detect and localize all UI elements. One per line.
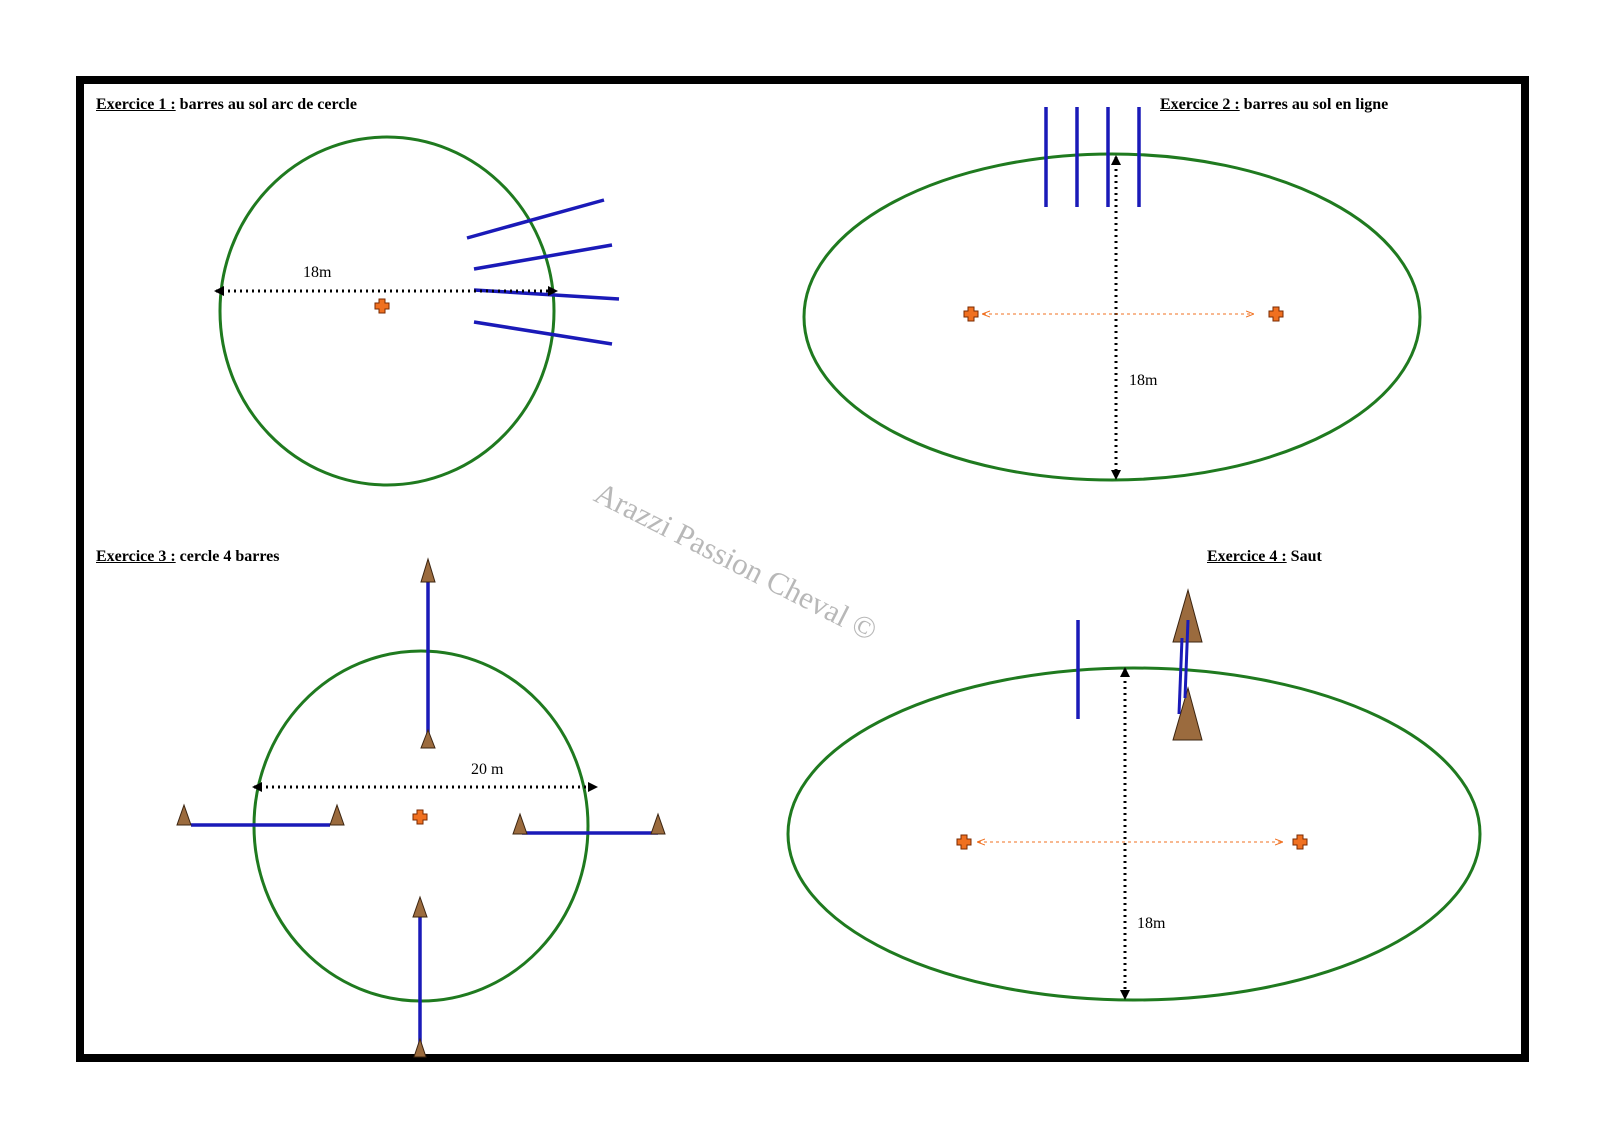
exercise-4-jump-cone [1172,686,1203,741]
exercise-1-pole [473,243,613,271]
exercise-3-cone [412,895,428,918]
exercise-3-cone [512,812,528,835]
exercise-4-jump-pole [1183,619,1190,699]
exercise-1-title-text: barres au sol arc de cercle [175,96,357,113]
exercise-1-measure-label: 18m [303,264,332,281]
exercise-2-title-text: barres au sol en ligne [1239,96,1389,113]
exercise-3-diagram [176,557,666,1058]
exercise-3-cone [176,803,192,826]
exercise-2-diagram [802,107,1422,482]
exercise-2-track [802,152,1422,482]
exercise-1-track [218,135,556,487]
exercise-4-title-text: Saut [1286,548,1322,565]
exercise-2-title: Exercice 2 : barres au sol en ligne [1160,96,1388,114]
exercise-2-title-lead: Exercice 2 : [1160,96,1240,113]
exercise-1-title-lead: Exercice 1 : [96,96,176,113]
exercise-3-cone [650,812,666,835]
exercise-3-measure-label: 20 m [471,761,504,778]
exercise-1-pole [473,320,613,346]
exercise-3-cone [420,557,436,583]
page-border [76,76,1529,1062]
exercise-1-pole [466,198,605,240]
exercise-4-track [786,666,1482,1002]
exercise-3-cone [413,1037,427,1058]
exercise-2-left-marker [963,306,979,322]
exercise-3-title-lead: Exercice 3 : [96,548,176,565]
exercise-1-title: Exercice 1 : barres au sol arc de cercle [96,96,357,114]
exercise-3-center-marker [412,809,428,825]
exercise-4-right-marker [1292,834,1308,850]
exercise-4-title: Exercice 4 : Saut [1207,548,1322,566]
exercise-3-cone [329,803,345,826]
exercise-4-left-marker [956,834,972,850]
exercise-1-diagram [214,135,620,487]
exercise-2-right-marker [1268,306,1284,322]
exercise-4-jump-pole [1177,637,1184,715]
exercise-1-center-marker [374,298,390,314]
exercise-4-title-lead: Exercice 4 : [1207,548,1287,565]
exercise-3-cone [420,728,436,749]
exercise-3-title-text: cercle 4 barres [175,548,280,565]
exercise-4-measure-label: 18m [1137,915,1166,932]
exercise-4-diagram [786,588,1482,1002]
exercise-2-measure-label: 18m [1129,372,1158,389]
exercise-3-title: Exercice 3 : cercle 4 barres [96,548,279,566]
